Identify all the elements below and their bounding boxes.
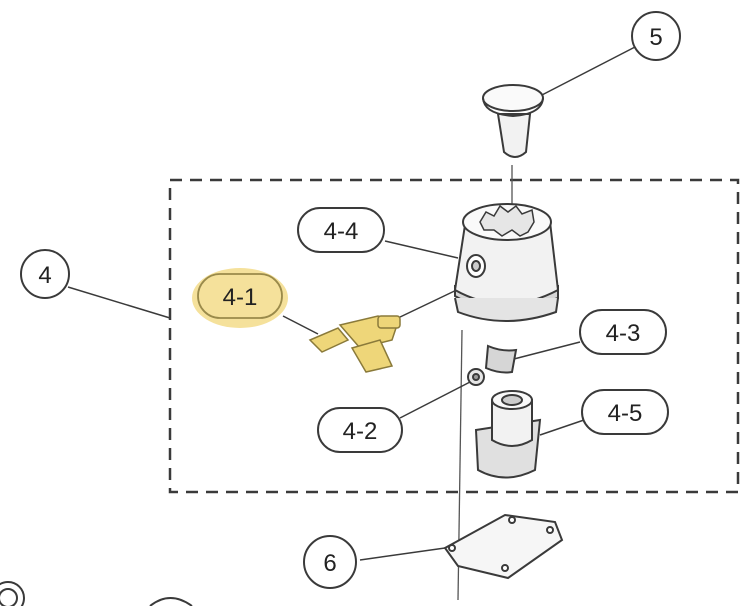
- svg-text:4-3: 4-3: [606, 320, 641, 347]
- part-6-gasket: [443, 513, 564, 580]
- callout-4-3: 4-3: [579, 309, 667, 355]
- callout-4-4: 4-4: [297, 207, 385, 253]
- svg-text:4: 4: [38, 262, 51, 289]
- part-4-4-housing: [453, 203, 560, 322]
- svg-text:6: 6: [323, 550, 336, 577]
- part-4-2-nut: [467, 368, 485, 386]
- part-4-3-clip: [484, 344, 518, 374]
- callout-5: 5: [631, 11, 681, 61]
- svg-text:4-2: 4-2: [343, 418, 378, 445]
- svg-text:4-4: 4-4: [324, 218, 359, 245]
- part-5-plug: [482, 84, 544, 158]
- callout-6: 6: [303, 535, 357, 589]
- svg-text:5: 5: [649, 24, 662, 51]
- svg-text:4-5: 4-5: [608, 400, 643, 427]
- assembly-4-boundary: [168, 178, 740, 494]
- callout-4-2: 4-2: [317, 407, 403, 453]
- part-4-1-wing-screw: [308, 315, 401, 373]
- callout-4: 4: [20, 249, 70, 299]
- callout-4-5: 4-5: [581, 389, 669, 435]
- part-4-5-shaft: [474, 390, 542, 479]
- callout-4-1-highlighted: 4-1: [192, 268, 288, 328]
- leader-lines: [67, 46, 636, 561]
- partial-part-bottom-left: [0, 581, 193, 611]
- svg-text:4-1: 4-1: [223, 284, 258, 311]
